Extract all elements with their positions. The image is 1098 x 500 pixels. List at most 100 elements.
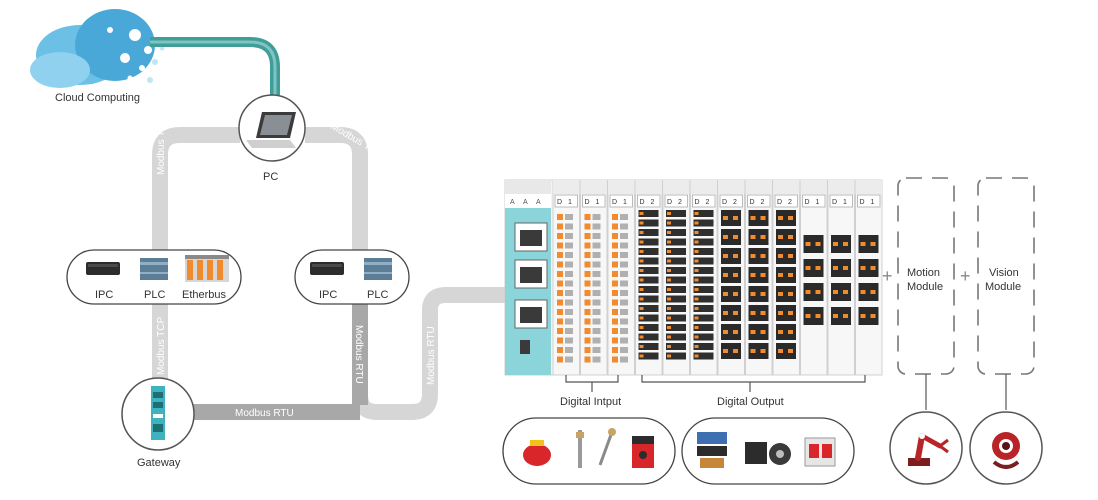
module-header-letter: D (585, 199, 590, 206)
terminal-block (638, 333, 659, 341)
terminal-spring (805, 266, 811, 270)
terminal-spring (723, 311, 728, 315)
terminal-spring (788, 311, 793, 315)
cloud-link (150, 37, 280, 95)
terminal-slot (592, 242, 601, 249)
vision-module-label-2: Module (985, 281, 1021, 293)
terminal-block (638, 324, 659, 331)
terminal-spring (760, 254, 766, 258)
power-terminal (803, 259, 824, 277)
terminal-spring (778, 254, 783, 258)
terminal-slot (620, 290, 628, 296)
terminal-spring (667, 335, 671, 339)
digital-input-devices (502, 417, 676, 485)
cloud-icon (30, 9, 165, 88)
relay-terminal (721, 267, 741, 283)
ipc-icon (310, 262, 344, 275)
module-header-number: 1 (816, 199, 820, 206)
plus-sign: + (882, 266, 893, 286)
laptop-icon (246, 112, 296, 148)
terminal-block (693, 238, 714, 246)
terminal-spring (557, 347, 563, 353)
terminal-spring (733, 349, 738, 353)
terminal-spring (694, 297, 699, 301)
gateway-label: Gateway (137, 457, 181, 469)
module-header-letter: D (832, 199, 837, 206)
terminal-spring (788, 273, 793, 277)
terminal-slot (620, 252, 628, 258)
power-terminal (858, 259, 879, 277)
terminal-block (638, 238, 659, 246)
terminal-spring (557, 214, 563, 220)
terminal-spring (815, 242, 821, 246)
module-header-letter: D (612, 199, 617, 206)
digital-input-label: Digital Intput (560, 396, 621, 408)
terminal-spring (843, 266, 848, 270)
terminal-spring (778, 349, 783, 353)
terminal-spring (557, 223, 563, 230)
modbus-tcp-gateway-label: Modbus TCP (156, 316, 167, 375)
terminal-spring (760, 349, 766, 353)
terminal-spring (723, 292, 728, 296)
terminal-block (693, 305, 714, 312)
terminal-spring (694, 240, 699, 244)
module-header-letter: D (667, 199, 672, 206)
terminal-slot (592, 252, 601, 258)
relay-terminal (748, 324, 769, 340)
proximity-sensor-icon (576, 430, 584, 468)
relay-terminal (776, 210, 796, 226)
modbus-rtu-gateway-label: Modbus RTU (235, 408, 294, 419)
device-group-left: IPC PLC Etherbus (66, 249, 242, 305)
terminal-spring (612, 223, 618, 230)
terminal-spring (760, 235, 766, 239)
terminal-spring (557, 309, 563, 315)
terminal-spring (788, 216, 793, 220)
modbus-tcp-pipes (152, 127, 505, 420)
power-terminal (858, 235, 879, 253)
terminal-spring (694, 326, 699, 329)
terminal-spring (612, 347, 618, 353)
terminal-block (638, 352, 659, 360)
terminal-block (666, 257, 686, 265)
terminal-spring (750, 292, 756, 296)
terminal-slot (565, 223, 573, 230)
terminal-block (693, 257, 714, 265)
terminal-slot (565, 309, 573, 315)
terminal-slot (592, 299, 601, 306)
terminal-spring (870, 314, 876, 318)
terminal-spring (750, 235, 756, 239)
relay-terminal (776, 324, 796, 340)
terminal-spring (805, 314, 811, 318)
terminal-spring (778, 292, 783, 296)
relay-terminal (721, 210, 741, 226)
terminal-spring (639, 316, 644, 320)
terminal-block (666, 219, 686, 227)
terminal-block (693, 352, 714, 360)
etherbus-icon (185, 255, 229, 282)
terminal-slot (565, 347, 573, 353)
terminal-spring (584, 290, 591, 296)
terminal-spring (639, 354, 644, 358)
terminal-spring (667, 326, 671, 329)
terminal-spring (612, 356, 618, 363)
module-header-letter: D (750, 199, 755, 206)
terminal-slot (592, 280, 601, 287)
module-header-letter: D (640, 199, 645, 206)
terminal-spring (612, 214, 618, 220)
terminal-spring (667, 231, 671, 234)
terminal-spring (667, 345, 671, 348)
terminal-block (693, 267, 714, 274)
terminal-spring (788, 292, 793, 296)
terminal-spring (557, 271, 563, 277)
terminal-slot (565, 261, 573, 268)
terminal-block (638, 257, 659, 265)
terminal-spring (584, 309, 591, 315)
terminal-spring (860, 266, 866, 270)
motion-module: Motion Module (889, 177, 963, 485)
terminal-slot (565, 214, 573, 220)
terminal-block (693, 229, 714, 236)
